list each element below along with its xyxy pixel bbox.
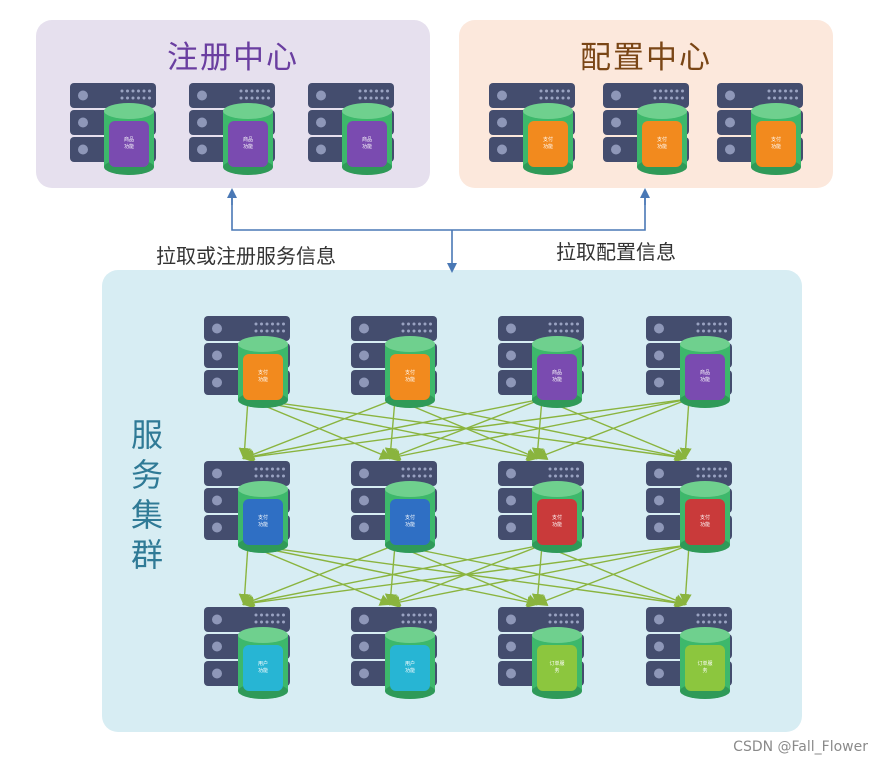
service-module-label: 支付功能	[258, 514, 268, 528]
cluster-call-arrows	[238, 398, 692, 609]
service-module-label: 订单服务	[549, 660, 564, 674]
cluster-server-node: 商品功能	[646, 316, 732, 408]
registry-server-node: 商品功能	[70, 83, 156, 175]
service-cluster-title: 服务集群	[127, 415, 167, 575]
service-module	[243, 499, 283, 545]
cluster-title-char: 务	[130, 456, 163, 494]
registry-center-title: 注册中心	[167, 40, 299, 76]
service-module-label: 订单服务	[697, 660, 712, 674]
config-center-title: 配置中心	[580, 40, 712, 76]
call-arrow	[242, 398, 690, 463]
cluster-title-char: 群	[130, 536, 163, 574]
cluster-server-node: 支付功能	[351, 461, 437, 553]
service-module	[347, 121, 387, 167]
call-arrow	[388, 398, 690, 462]
config-server-node: 支付功能	[489, 83, 575, 175]
call-arrow	[238, 544, 251, 606]
call-arrow	[388, 544, 690, 608]
cluster-server-node: 支付功能	[498, 461, 584, 553]
cluster-server-node: 用户功能	[351, 607, 437, 699]
service-module	[537, 354, 577, 400]
service-module-label: 商品功能	[362, 136, 372, 150]
call-arrow	[238, 398, 251, 460]
service-module	[243, 354, 283, 400]
cluster-title-char: 集	[130, 496, 163, 534]
call-arrow	[242, 544, 690, 609]
cluster-server-node: 支付功能	[646, 461, 732, 553]
center-link-arrows	[227, 188, 650, 273]
pull-register-label: 拉取或注册服务信息	[156, 244, 336, 268]
call-arrow	[242, 398, 543, 462]
service-module	[390, 499, 430, 545]
cluster-server-node: 支付功能	[204, 461, 290, 553]
call-arrow	[679, 544, 692, 606]
service-module	[642, 121, 682, 167]
service-module-label: 用户功能	[258, 660, 268, 674]
service-module-label: 商品功能	[700, 369, 710, 383]
call-arrow	[679, 398, 692, 460]
service-module-label: 支付功能	[657, 136, 667, 150]
cluster-server-node: 支付功能	[351, 316, 437, 408]
config-server-node: 支付功能	[603, 83, 689, 175]
cluster-server-node: 商品功能	[498, 316, 584, 408]
service-module-label: 支付功能	[552, 514, 562, 528]
service-module	[390, 645, 430, 691]
service-module	[685, 645, 725, 691]
call-arrow	[535, 544, 690, 606]
service-module-label: 用户功能	[405, 660, 415, 674]
service-module-label: 支付功能	[405, 369, 415, 383]
service-module	[537, 645, 577, 691]
call-arrow	[242, 398, 396, 460]
service-module	[756, 121, 796, 167]
service-module	[537, 499, 577, 545]
service-module-label: 支付功能	[405, 514, 415, 528]
service-module-label: 商品功能	[552, 369, 562, 383]
service-module	[685, 354, 725, 400]
cluster-server-node: 订单服务	[646, 607, 732, 699]
service-module-label: 支付功能	[543, 136, 553, 150]
service-module-label: 商品功能	[243, 136, 253, 150]
config-server-node: 支付功能	[717, 83, 803, 175]
service-module	[528, 121, 568, 167]
watermark: CSDN @Fall_Flower	[733, 739, 868, 755]
service-module-label: 支付功能	[700, 514, 710, 528]
registry-server-node: 商品功能	[308, 83, 394, 175]
service-module-label: 支付功能	[258, 369, 268, 383]
service-module	[390, 354, 430, 400]
service-module	[109, 121, 149, 167]
call-arrow	[242, 544, 543, 608]
service-module	[228, 121, 268, 167]
cluster-title-char: 服	[130, 416, 163, 454]
cluster-server-node: 订单服务	[498, 607, 584, 699]
call-arrow	[242, 544, 396, 606]
service-module	[243, 645, 283, 691]
registry-server-node: 商品功能	[189, 83, 275, 175]
pull-config-label: 拉取配置信息	[556, 240, 676, 264]
call-arrow	[535, 398, 690, 460]
cluster-server-node: 用户功能	[204, 607, 290, 699]
service-module	[685, 499, 725, 545]
service-module-label: 支付功能	[771, 136, 781, 150]
service-module-label: 商品功能	[124, 136, 134, 150]
cluster-server-node: 支付功能	[204, 316, 290, 408]
